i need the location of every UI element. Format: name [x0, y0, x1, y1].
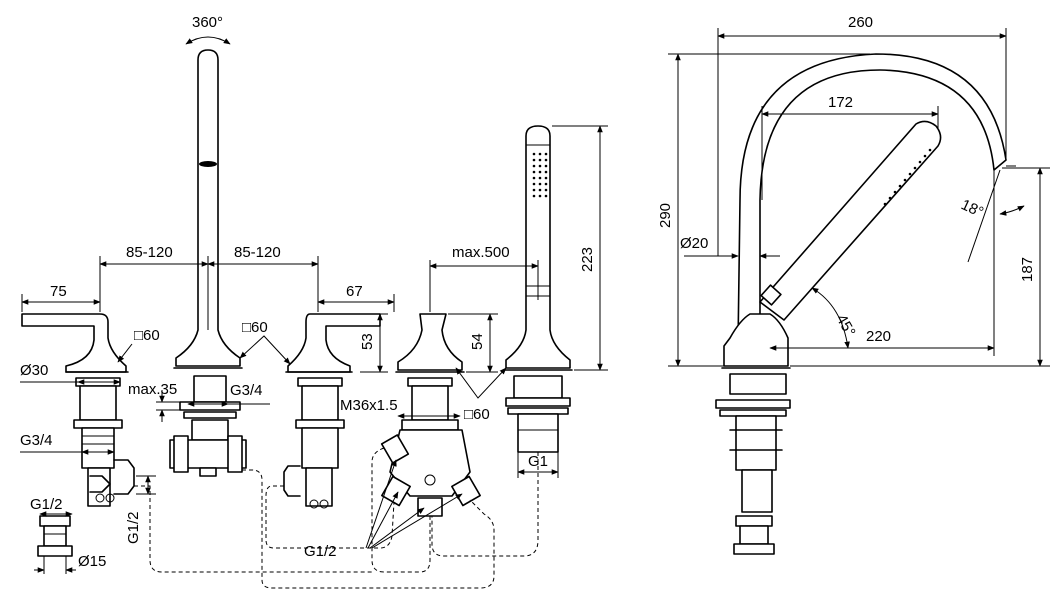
label-thread-g34-left: G3/4 — [20, 432, 53, 449]
label-thread-m36: M36x1.5 — [340, 397, 398, 414]
label-diameter-20: Ø20 — [680, 235, 708, 252]
connector-fitting — [37, 515, 73, 557]
front-dimensions — [20, 36, 608, 574]
label-thread-g12-bottom: G1/2 — [304, 543, 337, 560]
label-diameter-30: Ø30 — [20, 362, 48, 379]
label-thread-g34-spout: G3/4 — [230, 382, 263, 399]
label-handle-height: 53 — [359, 333, 376, 350]
label-diverter-height: 54 — [469, 333, 486, 350]
side-view: 260 172 290 Ø20 18° 45° 220 187 — [657, 14, 1050, 555]
label-hose-max: max.500 — [452, 244, 510, 261]
label-max-35: max.35 — [128, 381, 177, 398]
label-square-middle: □60 — [242, 319, 268, 336]
label-square-right: □60 — [464, 406, 490, 423]
label-handle-left-length: 75 — [50, 283, 67, 300]
label-diameter-15: Ø15 — [78, 553, 106, 570]
label-handle-right-length: 67 — [346, 283, 363, 300]
label-thread-g12-top: G1/2 — [30, 496, 63, 513]
label-thread-g1: G1 — [528, 453, 548, 470]
label-reach-total: 260 — [848, 14, 873, 31]
connection-hoses — [134, 447, 539, 589]
label-height-total: 290 — [657, 203, 674, 228]
left-handle-valve — [21, 313, 135, 507]
right-handle-valve — [283, 313, 381, 509]
label-thread-g12-vertical: G1/2 — [125, 511, 142, 544]
label-rotation: 360° — [192, 14, 223, 31]
label-height-187: 187 — [1019, 257, 1036, 282]
front-view: 360° 85-120 85-120 75 67 □60 □60 □60 Ø30… — [20, 14, 608, 589]
label-reach-220: 220 — [866, 328, 891, 345]
label-shower-height: 223 — [579, 247, 596, 272]
label-spacing-right: 85-120 — [234, 244, 281, 261]
label-spacing-left: 85-120 — [126, 244, 173, 261]
side-hand-shower — [759, 120, 942, 321]
side-base — [723, 313, 789, 367]
label-square-left: □60 — [134, 327, 160, 344]
label-angle-18: 18° — [958, 196, 986, 221]
diverter-valve — [380, 313, 481, 517]
label-angle-45: 45° — [833, 312, 859, 340]
label-reach-handshower: 172 — [828, 94, 853, 111]
spout — [169, 49, 247, 477]
side-dimensions — [668, 28, 1050, 367]
